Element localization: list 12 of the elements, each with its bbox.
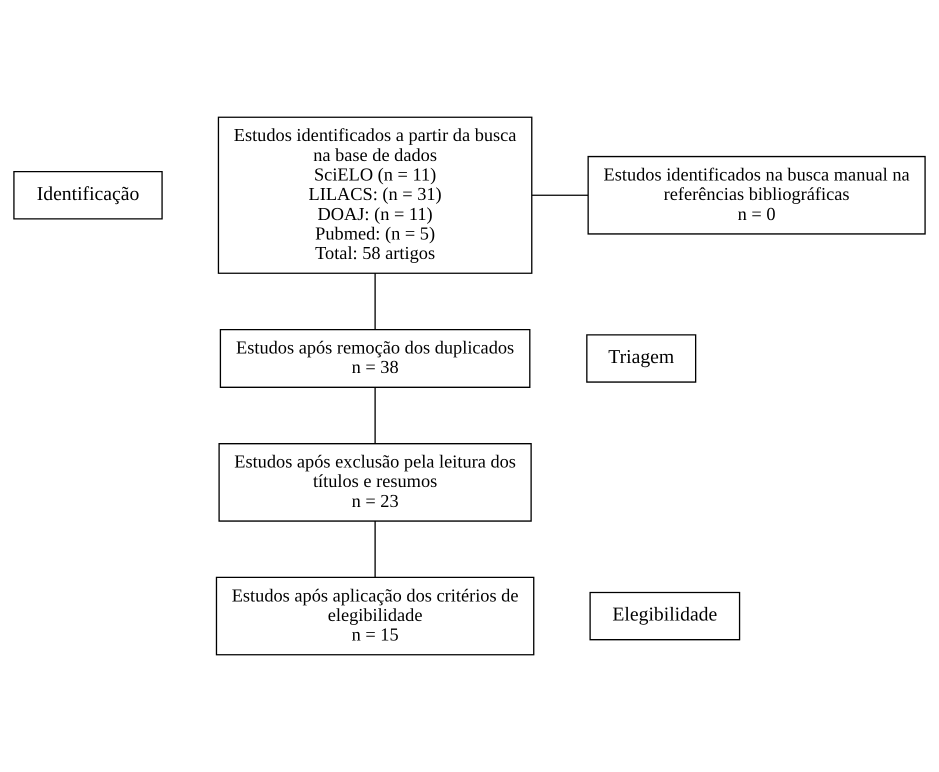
node-box: Estudos identificados na busca manual na referências bibliográficas n = 0: [588, 156, 926, 235]
node-box: Elegibilidade: [589, 592, 740, 640]
node-box: Estudos após exclusão pela leitura dos títulos e resumos n = 23: [218, 443, 532, 522]
node-box: Estudos após remoção dos duplicados n = 38: [220, 328, 530, 388]
node-box: Estudos após aplicação dos critérios de elegibilidade n = 15: [216, 576, 534, 656]
connector: [374, 521, 376, 578]
node-box: Triagem: [586, 334, 696, 383]
connector: [374, 274, 376, 330]
connector: [374, 388, 376, 444]
node-box: Estudos identificados a partir da busca na base de dados SciELO (n = 11) LILACS: (n = 31) DOAJ: (n = 11) Pubmed: (n = 5) Total: 58 artigos: [218, 116, 532, 274]
node-box: Identificação: [13, 171, 163, 220]
connector: [532, 194, 588, 196]
